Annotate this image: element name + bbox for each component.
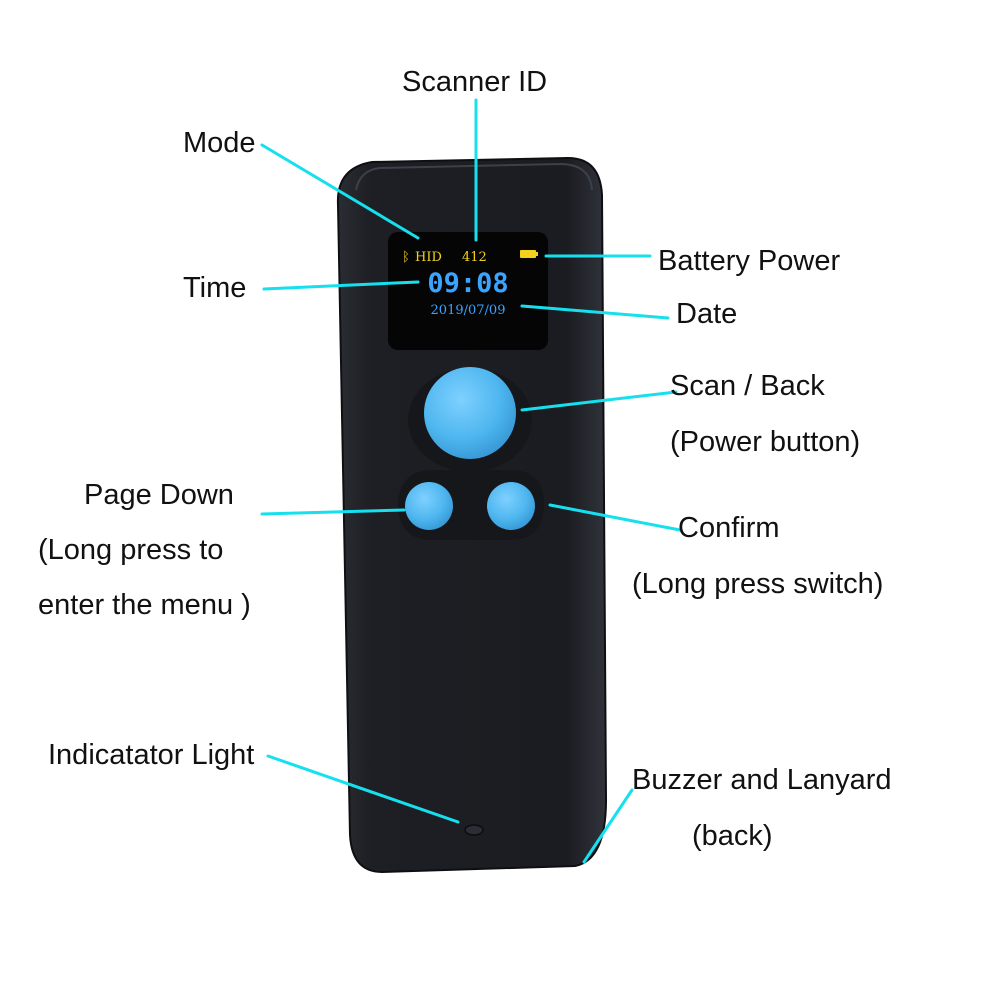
callout-labels: Scanner ID Mode Battery Power Time Date … [38, 66, 892, 852]
label-scan-back: Scan / Back [670, 370, 825, 402]
label-scanner-id: Scanner ID [402, 66, 547, 98]
leader-page-down [260, 508, 406, 516]
label-power-button: (Power button) [670, 426, 860, 458]
label-page-down-note-1: (Long press to [38, 534, 223, 566]
label-time: Time [183, 272, 246, 304]
label-buzzer-lanyard: Buzzer and Lanyard [632, 764, 892, 796]
leader-mode [260, 143, 420, 240]
leader-indicator [266, 754, 460, 824]
label-mode: Mode [183, 127, 256, 159]
screen-scanner-id: 412 [462, 250, 487, 265]
battery-icon-tip [536, 252, 538, 256]
scan-back-button[interactable] [424, 367, 516, 459]
bluetooth-icon: ᛒ [402, 250, 410, 265]
screen-status-row: ᛒ HID 412 [402, 250, 538, 265]
label-page-down-note-2: enter the menu ) [38, 589, 251, 621]
leader-date [520, 304, 670, 320]
label-battery-power: Battery Power [658, 245, 840, 277]
leader-lines [260, 98, 682, 864]
screen-mode-text: HID [415, 250, 442, 265]
label-date: Date [676, 298, 737, 330]
page-down-button[interactable] [405, 482, 453, 530]
confirm-button[interactable] [487, 482, 535, 530]
oled-screen [388, 232, 548, 350]
leader-scan-back [520, 390, 678, 412]
label-confirm-note: (Long press switch) [632, 568, 883, 600]
leader-time [262, 280, 420, 291]
leader-buzzer [582, 788, 634, 864]
leader-confirm [548, 503, 682, 532]
label-page-down: Page Down [84, 479, 234, 511]
label-confirm: Confirm [678, 512, 780, 544]
indicator-light [464, 824, 484, 836]
label-buzzer-lanyard-note: (back) [692, 820, 773, 852]
scanner-device: ᛒ HID 412 09:08 2019/07/09 [336, 156, 608, 874]
screen-time: 09:08 [427, 268, 508, 299]
battery-icon [520, 250, 536, 258]
screen-date: 2019/07/09 [431, 303, 506, 318]
device-top-bevel [355, 162, 593, 191]
label-indicator-light: Indicatator Light [48, 739, 254, 771]
